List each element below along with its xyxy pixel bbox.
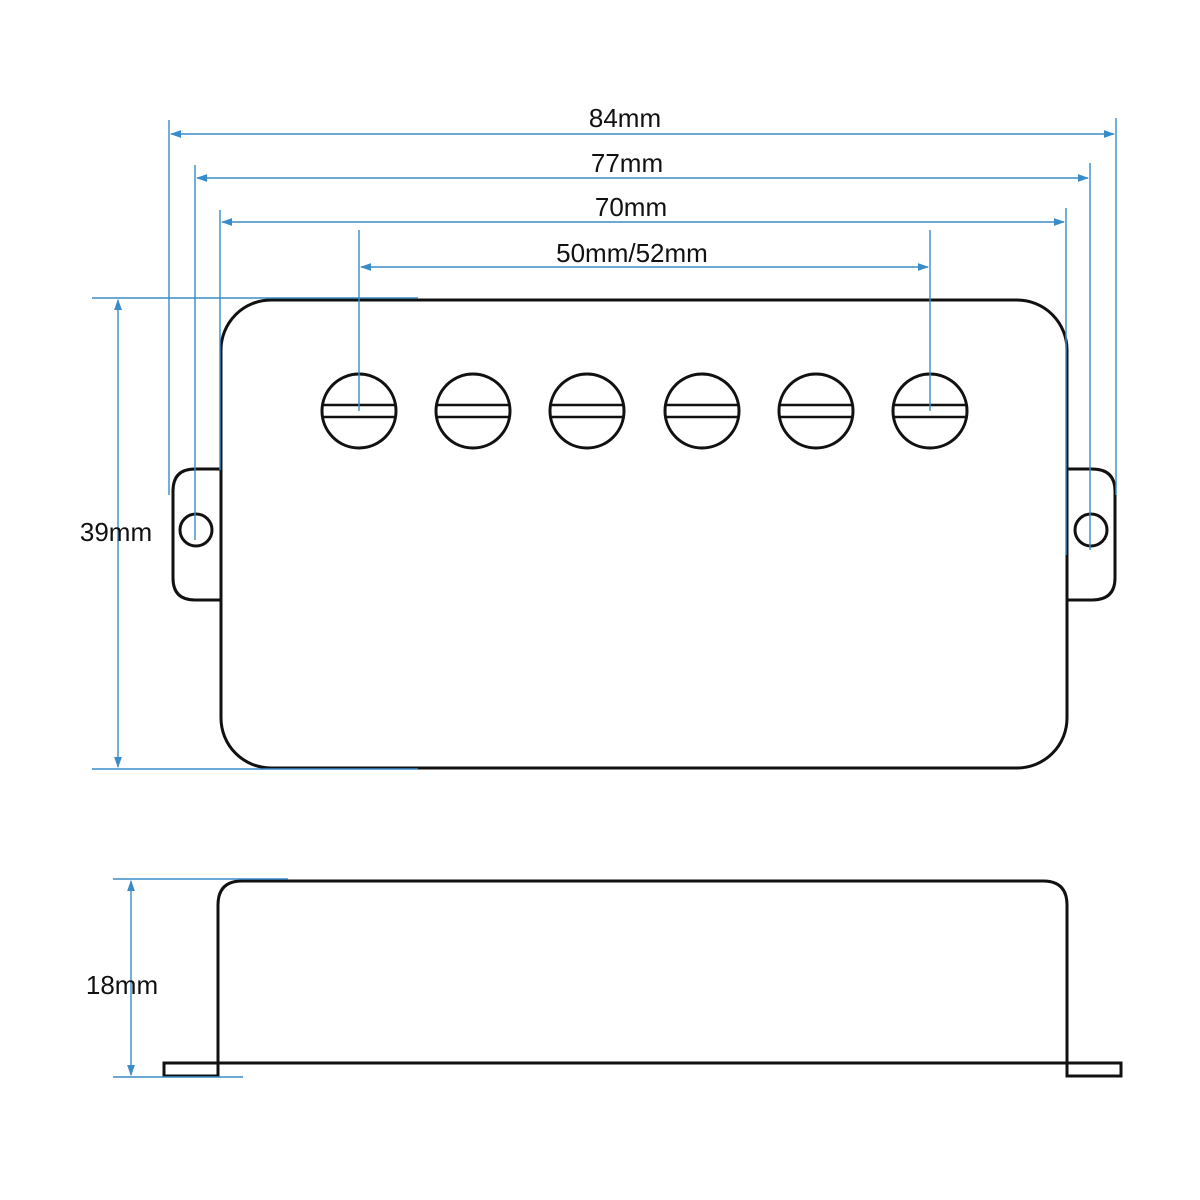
pole-piece [777,372,855,450]
left-mounting-hole [178,512,214,548]
dimension-cover-width: 70mm [220,192,1066,226]
side-view: 18mm [86,878,1123,1078]
extension-lines [92,118,1117,770]
top-view: 84mm 77mm 70mm 50mm/52mm 39mm [80,103,1117,770]
dimension-overall-width: 84mm [169,103,1116,138]
label-cover-width: 70mm [595,192,667,222]
pole-piece [663,372,741,450]
pickup-cover-top [219,298,1069,770]
left-mounting-tab [162,1061,220,1078]
dimension-height: 18mm [86,879,158,1077]
label-cover-length: 39mm [80,517,152,547]
dimension-cover-length: 39mm [80,298,152,769]
pole-piece [548,372,626,450]
label-pole-spacing: 50mm/52mm [556,238,708,268]
right-mounting-tab [1065,1061,1123,1078]
label-overall-width: 84mm [589,103,661,133]
right-mounting-hole [1073,512,1109,548]
pole-piece [434,372,512,450]
label-mount-hole-spacing: 77mm [591,148,663,178]
dimension-pole-spacing: 50mm/52mm [359,238,930,271]
pickup-cover-side [216,879,1069,1065]
label-height: 18mm [86,970,158,1000]
extension-lines-side [113,878,288,1078]
dimension-mount-hole-spacing: 77mm [195,148,1090,182]
